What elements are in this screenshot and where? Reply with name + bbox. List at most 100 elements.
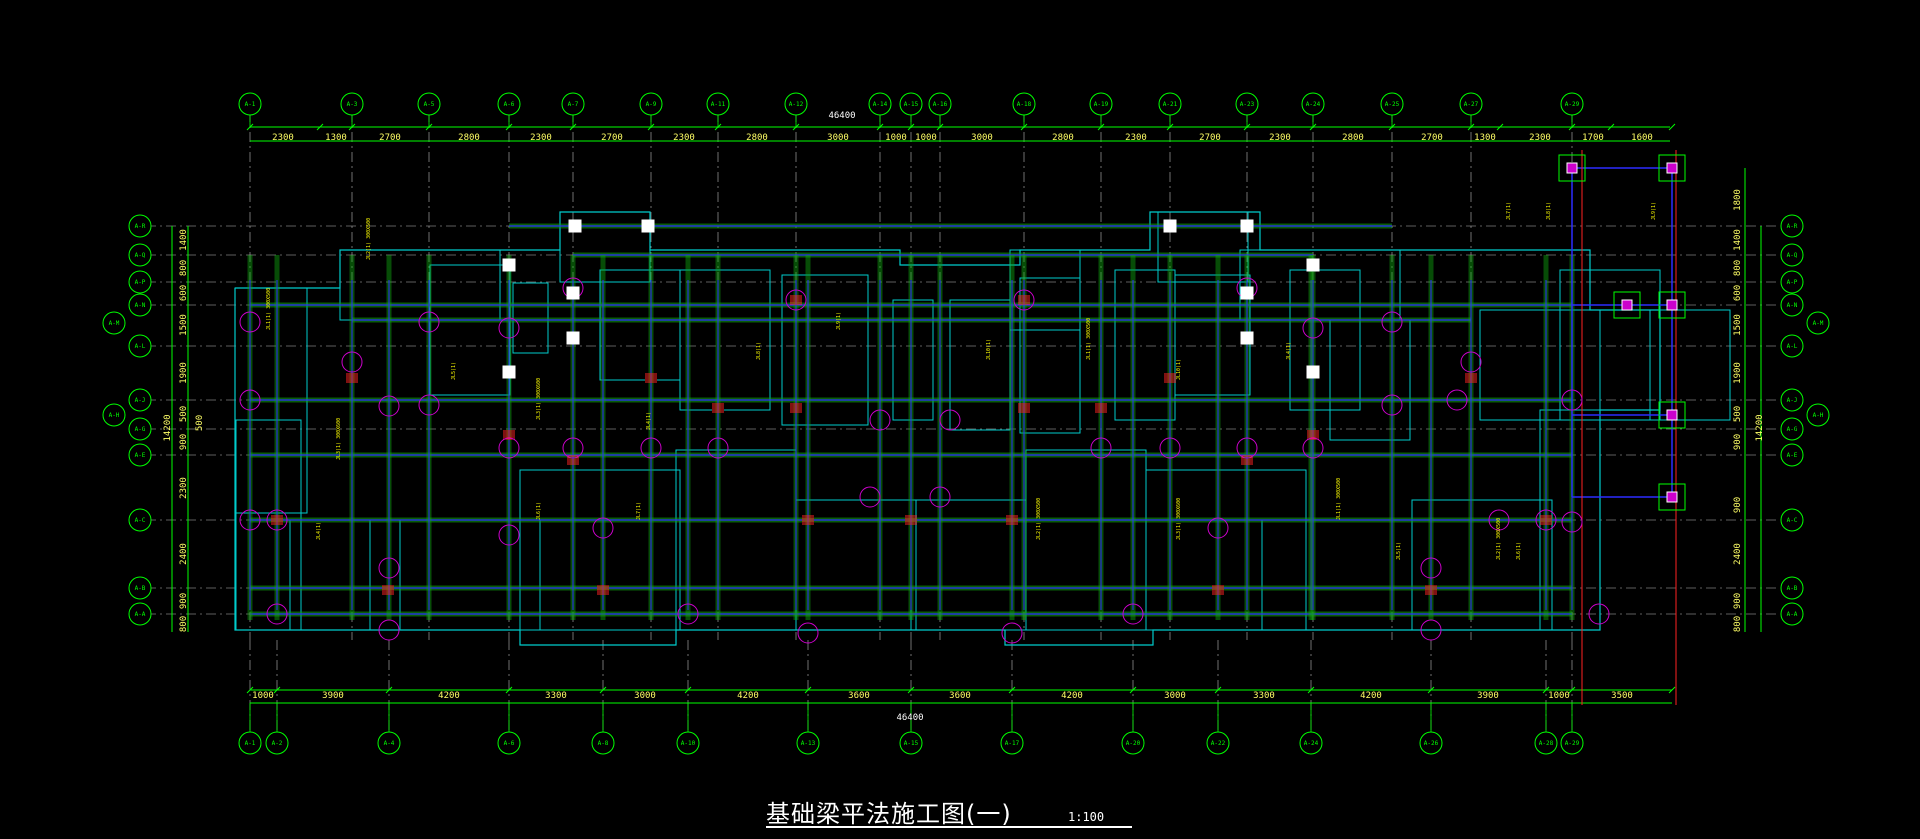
- beam-note: JL4(1): [1286, 342, 1292, 360]
- left-axis-bubble: [128, 576, 152, 600]
- bottom-axis-bubble-label: A-2: [272, 740, 283, 747]
- beam-note: JL10(1): [1176, 359, 1182, 380]
- drawing-scale: 1:100: [1068, 810, 1105, 824]
- column-circle: [939, 409, 961, 431]
- top-dimension-text: 3000: [971, 133, 993, 143]
- column-circle: [498, 524, 520, 546]
- left-axis-bubble-label: A-J: [135, 397, 146, 404]
- beam-note: JL9(1): [1651, 202, 1657, 220]
- beam-note: JL10(1): [986, 339, 992, 360]
- right-axis-bubble-label: A-P: [1787, 279, 1798, 286]
- bottom-axis-bubble-label: A-20: [1126, 740, 1141, 747]
- top-axis-bubble-label: A-23: [1240, 101, 1255, 108]
- column-circle: [785, 289, 807, 311]
- left-axis-bubble: [128, 602, 152, 626]
- left-dimension-text: 2300: [179, 477, 189, 499]
- right-axis-bubble-label: A-R: [1787, 223, 1798, 230]
- right-dimension-text: 900: [1733, 497, 1743, 513]
- column-circle: [1090, 437, 1112, 459]
- right-axis-bubble-label: A-G: [1787, 426, 1798, 433]
- dimension-tick: [1607, 123, 1615, 131]
- top-dimension-text: 2700: [1199, 133, 1221, 143]
- foundation-outline: [1649, 309, 1731, 421]
- left-dimension-text: 800: [179, 260, 189, 276]
- top-axis-bubble-label: A-27: [1464, 101, 1479, 108]
- bottom-dimension-text: 3900: [322, 691, 344, 701]
- left-axis-bubble: [128, 417, 152, 441]
- column-circle: [1420, 619, 1442, 641]
- right-dimension-text: 1500: [1733, 314, 1743, 336]
- column-block: [641, 219, 655, 233]
- dimension-tick: [684, 686, 692, 694]
- column-circle: [929, 486, 951, 508]
- left-axis-bubble-label: A-B: [135, 585, 146, 592]
- column-circle: [1236, 437, 1258, 459]
- top-axis-bubble-label: A-19: [1094, 101, 1109, 108]
- beam-note: JL8(1): [756, 342, 762, 360]
- right-axis-bubble-label: A-C: [1787, 517, 1798, 524]
- bottom-dimension-text: 3000: [1164, 691, 1186, 701]
- right-dimension-text: 800: [1733, 260, 1743, 276]
- left-axis-bubble-label: A-C: [135, 517, 146, 524]
- top-dimension-text: 2800: [1342, 133, 1364, 143]
- foundation-outline: [1019, 277, 1081, 434]
- right-axis-bubble: [1780, 576, 1804, 600]
- top-dimension-text: 1300: [325, 133, 347, 143]
- foundation-outline: [519, 469, 681, 631]
- bottom-dimension-text: 4200: [1360, 691, 1382, 701]
- column-circle: [869, 409, 891, 431]
- column-circle: [707, 437, 729, 459]
- column-circle: [378, 395, 400, 417]
- bottom-dimension-text: 4200: [737, 691, 759, 701]
- bottom-dimension-text: 3900: [1477, 691, 1499, 701]
- right-axis-bubble: [1780, 270, 1804, 294]
- bottom-dimension-text: 4200: [1061, 691, 1083, 701]
- foundation-outline: [949, 299, 1011, 431]
- dimension-tick: [1542, 686, 1550, 694]
- beam-note: JL3(1) 300X600: [1176, 498, 1182, 540]
- beam-note: JL6(1): [1516, 542, 1522, 560]
- pier-square: [1658, 154, 1686, 182]
- left-dimension-text: 1900: [179, 362, 189, 384]
- bottom-dimension-text: 3000: [634, 691, 656, 701]
- column-circle: [1460, 351, 1482, 373]
- right-axis-bubble: [1780, 508, 1804, 532]
- top-axis-bubble-label: A-24: [1306, 101, 1321, 108]
- top-total-dimension: 46400: [828, 111, 855, 121]
- top-dimension-text: 2800: [458, 133, 480, 143]
- top-axis-bubble-label: A-7: [568, 101, 579, 108]
- bottom-dimension-text: 1000: [1548, 691, 1570, 701]
- pier-core: [1621, 299, 1633, 311]
- column-markers: [239, 154, 1686, 644]
- top-dimension-text: 2700: [379, 133, 401, 143]
- dimension-tick: [385, 686, 393, 694]
- top-dimension-text: 2700: [601, 133, 623, 143]
- column-circle: [1420, 557, 1442, 579]
- foundation-envelope: [234, 211, 1661, 646]
- bottom-axis-bubble-label: A-10: [681, 740, 696, 747]
- column-block: [566, 286, 580, 300]
- top-dimension-text: 2300: [1269, 133, 1291, 143]
- bottom-axis-bubble-label: A-4: [384, 740, 395, 747]
- left-axis-bubble-label: A-Q: [135, 252, 146, 259]
- pier-square: [1613, 291, 1641, 319]
- left-axis-bubble-label: A-G: [135, 426, 146, 433]
- column-circle: [1122, 603, 1144, 625]
- beam-note: JL5(1): [451, 362, 457, 380]
- bottom-axis-bubble-label: A-1: [245, 740, 256, 747]
- column-block: [502, 365, 516, 379]
- bottom-dimension-text: 3600: [949, 691, 971, 701]
- right-total-dimension: 14200: [1755, 414, 1765, 441]
- top-dimension-text: 3000: [827, 133, 849, 143]
- beam-note: JL3(1) 300X600: [336, 418, 342, 460]
- beam-note: JL4(1): [316, 522, 322, 540]
- left-axis-bubble: [128, 214, 152, 238]
- right-dimension-text: 1400: [1733, 229, 1743, 251]
- beam-note: JL2(1) 300X500: [366, 218, 372, 260]
- column-circle: [1302, 437, 1324, 459]
- top-axis-bubble-label: A-15: [904, 101, 919, 108]
- right-axis-bubble: [1780, 293, 1804, 317]
- left-total-dimension: 14200: [163, 414, 173, 441]
- column-circle: [498, 317, 520, 339]
- beam-note: JL2(1) 300X500: [1036, 498, 1042, 540]
